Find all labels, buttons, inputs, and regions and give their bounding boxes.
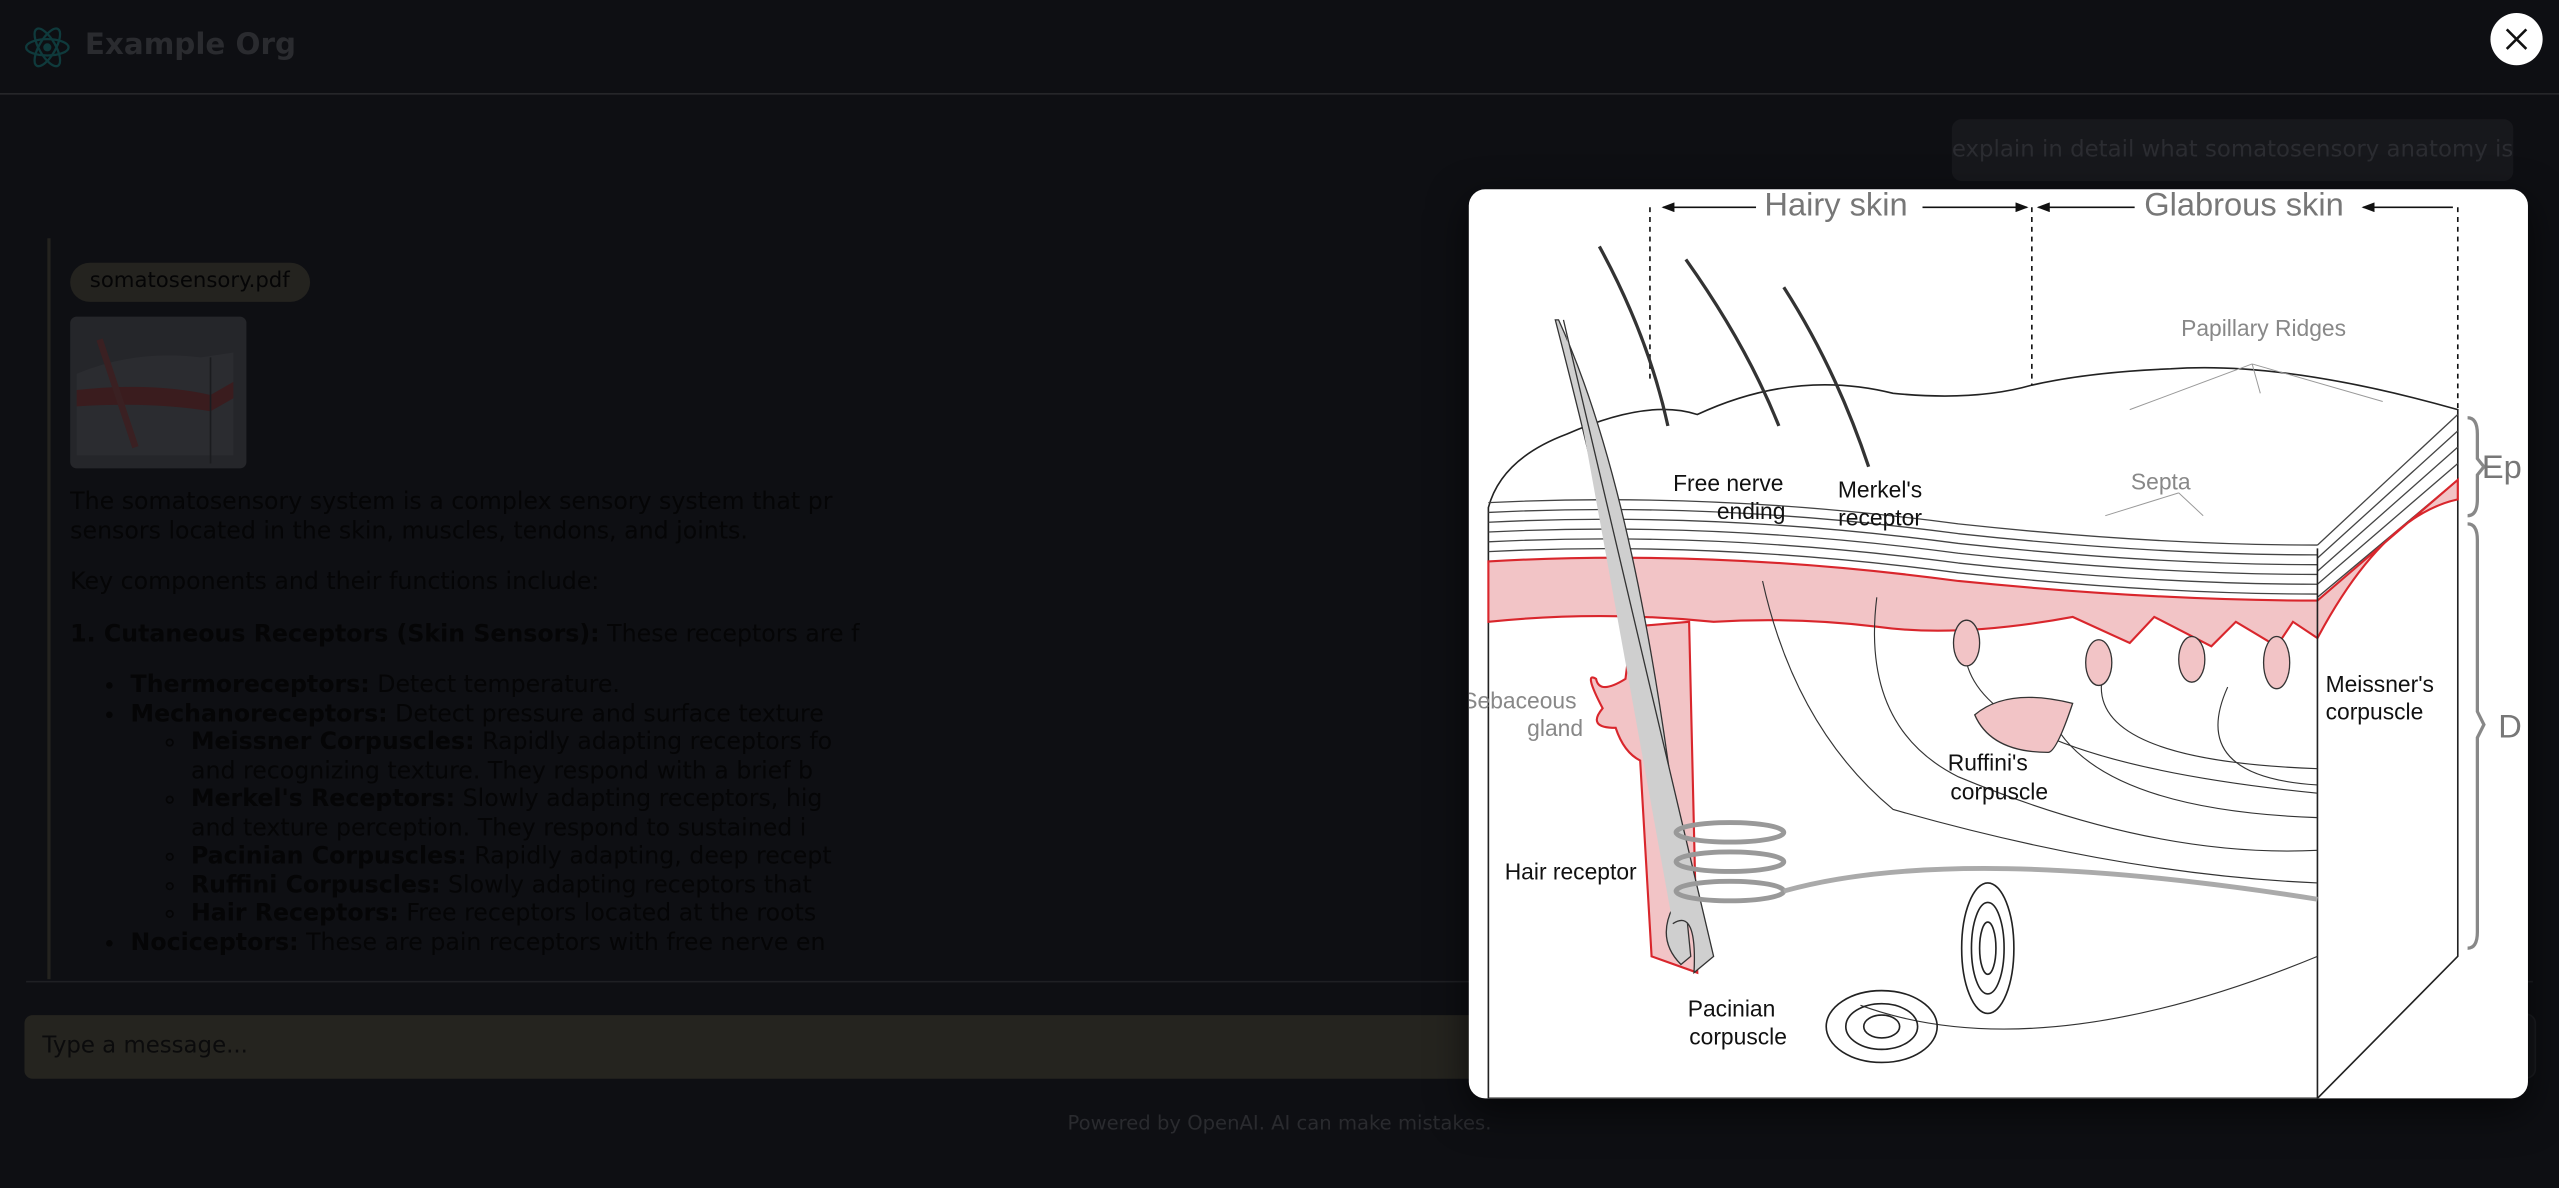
label-septa: Septa	[2131, 469, 2191, 495]
term: Ruffini Corpuscles:	[190, 872, 441, 899]
list-item: Ruffini Corpuscles: Slowly adapting rece…	[191, 872, 1441, 901]
desc: Detect pressure and surface texture	[387, 700, 824, 728]
list-item: Nociceptors: These are pain receptors wi…	[131, 929, 1441, 958]
receptor-list: Thermoreceptors: Detect temperature. Mec…	[70, 672, 1441, 958]
skin-anatomy-diagram: Hairy skin Glabrous skin Ep D Papillary …	[1469, 189, 2522, 1099]
label-epidermis: Ep	[2482, 448, 2522, 485]
desc: These are pain receptors with free nerve…	[298, 929, 826, 956]
list-item: Pacinian Corpuscles: Rapidly adapting, d…	[191, 844, 1441, 873]
org-name[interactable]: Example Org	[84, 27, 297, 63]
label-sebaceous: Sebaceous	[1469, 687, 1577, 713]
user-message: explain in detail what somatosensory ana…	[1951, 119, 2514, 182]
label-hairy-skin: Hairy skin	[1764, 189, 1907, 222]
paragraph: Key components and their functions inclu…	[70, 569, 600, 596]
desc: and texture perception. They respond to …	[190, 815, 807, 842]
paragraph: sensors located in the skin, muscles, te…	[70, 518, 748, 545]
desc: Slowly adapting receptors, hig	[455, 786, 823, 813]
label-receptor: receptor	[1838, 505, 1922, 531]
label-merkel: Merkel's	[1838, 477, 1922, 503]
image-preview-modal: Hairy skin Glabrous skin Ep D Papillary …	[1468, 189, 2528, 1099]
label-ending: ending	[1717, 498, 1786, 524]
paragraph: The somatosensory system is a complex se…	[70, 489, 833, 516]
list-item: Hair Receptors: Free receptors located a…	[191, 901, 1441, 930]
term: Pacinian Corpuscles:	[190, 843, 467, 870]
section-text: These receptors are f	[599, 620, 860, 648]
label-gland: gland	[1527, 715, 1583, 741]
list-item: Meissner Corpuscles: Rapidly adapting re…	[191, 730, 1441, 787]
attachment-pill[interactable]: somatosensory.pdf	[70, 262, 310, 302]
header: Example Org	[0, 0, 2559, 95]
footer-disclaimer: Powered by OpenAI. AI can make mistakes.	[1067, 1111, 1492, 1135]
desc: Slowly adapting receptors that	[440, 872, 812, 899]
list-item: Thermoreceptors: Detect temperature.	[131, 672, 1441, 701]
term: Thermoreceptors:	[130, 672, 370, 699]
term: Hair Receptors:	[190, 900, 399, 927]
desc: Detect temperature.	[369, 672, 620, 699]
label-dermis: D	[2498, 708, 2522, 745]
divider	[26, 980, 2533, 983]
label-hair-receptor: Hair receptor	[1505, 859, 1637, 885]
desc: Rapidly adapting, deep recept	[466, 843, 832, 870]
label-free-nerve: Free nerve	[1673, 470, 1783, 496]
label-meissner: Meissner's	[2326, 671, 2434, 697]
label-ruffini: Ruffini's	[1948, 749, 2028, 775]
term: Merkel's Receptors:	[190, 786, 456, 813]
assistant-text: The somatosensory system is a complex se…	[70, 490, 1441, 958]
desc: Rapidly adapting receptors fo	[474, 729, 833, 756]
desc: and recognizing texture. They respond wi…	[190, 758, 814, 785]
close-icon	[2505, 28, 2528, 50]
list-item: Mechanoreceptors: Detect pressure and su…	[131, 701, 1441, 929]
label-pacinian: Pacinian	[1688, 996, 1776, 1022]
label-glabrous-skin: Glabrous skin	[2144, 189, 2343, 222]
label-meissner-corpuscle: corpuscle	[2326, 699, 2424, 725]
attachment-thumbnail[interactable]	[70, 316, 247, 469]
section-title: 1. Cutaneous Receptors (Skin Sensors):	[70, 620, 600, 648]
label-ruffini-corpuscle: corpuscle	[1950, 779, 2048, 805]
sub-list: Meissner Corpuscles: Rapidly adapting re…	[131, 730, 1441, 930]
atom-icon	[24, 27, 70, 68]
assistant-message: somatosensory.pdf The somatosensory syst…	[47, 238, 1454, 980]
label-pacinian-corpuscle: corpuscle	[1689, 1023, 1787, 1049]
term: Meissner Corpuscles:	[190, 729, 475, 756]
desc: Free receptors located at the roots	[398, 900, 817, 927]
term: Nociceptors:	[130, 929, 299, 956]
close-button[interactable]	[2490, 13, 2543, 66]
term: Mechanoreceptors:	[130, 700, 388, 728]
label-papillary-ridges: Papillary Ridges	[2181, 315, 2346, 341]
list-item: Merkel's Receptors: Slowly adapting rece…	[191, 787, 1441, 844]
